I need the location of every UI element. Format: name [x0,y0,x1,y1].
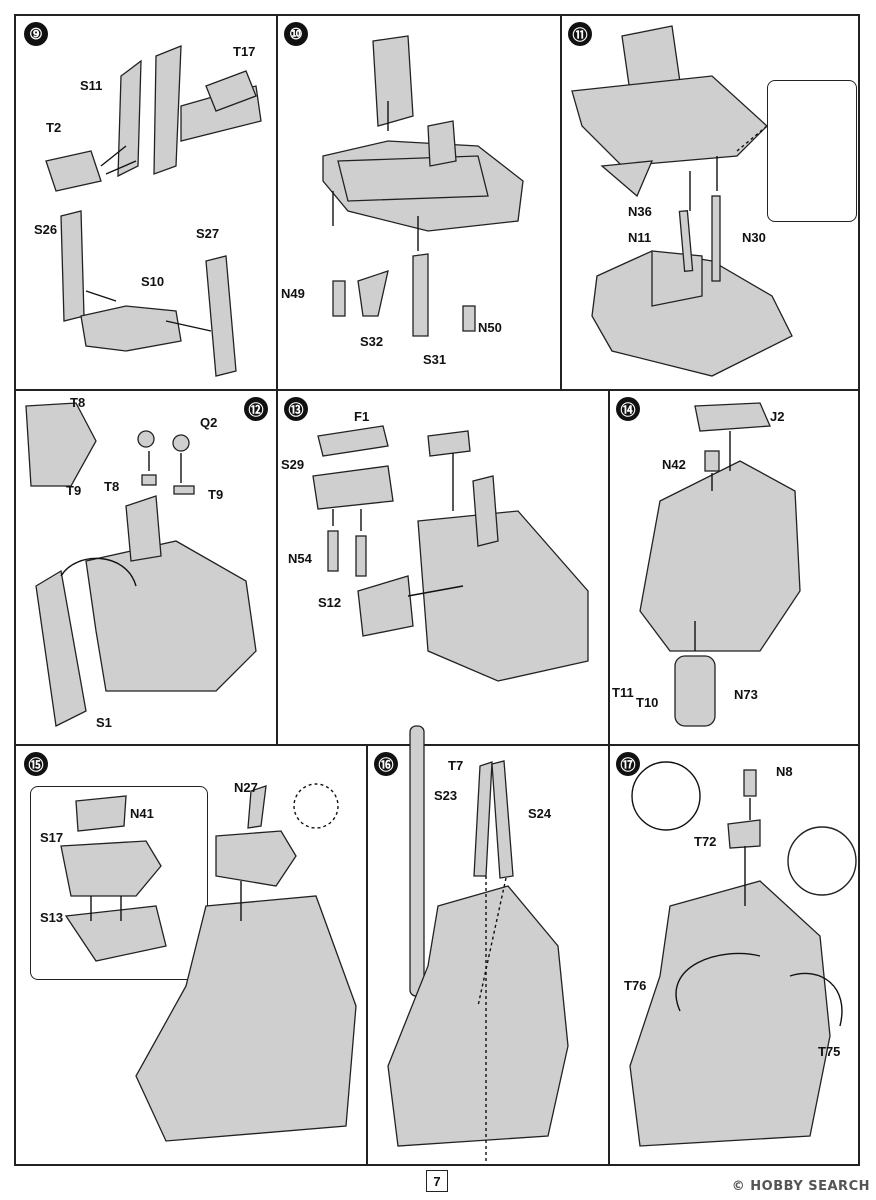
step-13-label-s29: S29 [281,457,305,472]
row-divider-1 [14,389,860,391]
step-14-number: ⑭ [616,397,640,421]
step-13-label-f1: F1 [354,409,370,424]
step-10-label-s32: S32 [360,334,384,349]
step-14-label-t11: T11 [612,685,634,700]
step-15-label-s17: S17 [40,830,64,845]
step-17-label-t75: T75 [818,1044,841,1059]
step-14-label-n73: N73 [734,687,758,702]
step-12-panel: ⑫ T8 T9 Q2 T8 T9 S1 [16,391,276,744]
step-12-number: ⑫ [244,397,268,421]
step-11-label-n36: N36 [628,204,652,219]
step-15-label-n27: N27 [234,780,258,795]
step-13-number: ⑬ [284,397,308,421]
page-number: 7 [426,1170,448,1192]
step-14-label-j2: J2 [770,409,785,424]
step-10-label-s31: S31 [423,352,447,367]
step-16-label-t7: T7 [448,758,464,773]
step-10-label-n50: N50 [478,320,502,335]
step-14-drawing [639,402,801,727]
step-10-number: ⑩ [284,22,308,46]
step-16-panel: ⑯ T7 S23 S24 [368,725,608,1166]
col-divider-r3b [608,745,610,1166]
step-12-drawing [25,402,257,727]
step-16-drawing [387,725,569,1161]
step-13-drawing [312,425,589,682]
step-9-label-s26: S26 [34,222,58,237]
step-17-label-n8: N8 [776,764,793,779]
step-17-panel: ⑰ N8 T72 T76 T75 [610,746,858,1166]
step-9-label-s10: S10 [141,274,165,289]
step-12-label-s1: S1 [96,715,112,730]
step-9-drawing [45,45,262,377]
col-divider-r3a [366,745,368,1166]
col-divider-r2a [276,390,278,745]
step-17-number: ⑰ [616,752,640,776]
step-15-panel: ⑮ N27 N41 S17 S13 [16,746,366,1166]
step-14-panel: ⑭ J2 N42 T11 T10 N73 [610,391,858,744]
step-10-panel: ⑩ N49 S32 S31 N50 [278,16,560,389]
step-10-drawing [322,35,524,337]
row-divider-2 [14,744,860,746]
step-11-label-n30: N30 [742,230,766,245]
step-17-label-t76: T76 [624,978,647,993]
step-17-drawing [629,761,857,1147]
step-13-label-n54: N54 [288,551,312,566]
step-9-panel: ⑨ T17 S11 T2 S26 S27 S10 [16,16,276,389]
step-15-drawing [60,783,357,1142]
step-11-detail-inset [767,80,857,222]
step-15-label-n41: N41 [130,806,154,821]
step-11-number: ⑪ [568,22,592,46]
step-9-label-s27: S27 [196,226,220,241]
step-17-label-t72: T72 [694,834,717,849]
instruction-sheet [14,14,860,1166]
step-15-label-s13: S13 [40,910,64,925]
col-divider-r1b [560,14,562,390]
col-divider-r1a [276,14,278,390]
step-14-label-n42: N42 [662,457,686,472]
step-9-label-t17: T17 [233,44,256,59]
step-12-label-q2: Q2 [200,415,218,430]
step-9-label-s11: S11 [80,78,103,93]
step-11-label-n11: N11 [628,230,652,245]
step-15-number: ⑮ [24,752,48,776]
step-12-label-t8: T8 [104,479,120,494]
step-13-panel: ⑬ F1 S29 N54 S12 [278,391,608,744]
step-16-number: ⑯ [374,752,398,776]
step-11-panel: ⑪ N36 N11 N30 [562,16,858,389]
step-12-inset-label-t8: T8 [70,395,86,410]
col-divider-r2b [608,390,610,745]
watermark: © HOBBY SEARCH [731,1179,870,1194]
step-14-label-t10: T10 [636,695,659,710]
step-9-number: ⑨ [24,22,48,46]
step-12-inset-label-t9: T9 [66,483,82,498]
step-9-label-t2: T2 [46,120,62,135]
step-16-label-s24: S24 [528,806,552,821]
step-13-label-s12: S12 [318,595,342,610]
step-12-label-t9: T9 [208,487,224,502]
step-10-label-n49: N49 [281,286,305,301]
step-16-label-s23: S23 [434,788,458,803]
step-11-drawing [571,25,793,377]
